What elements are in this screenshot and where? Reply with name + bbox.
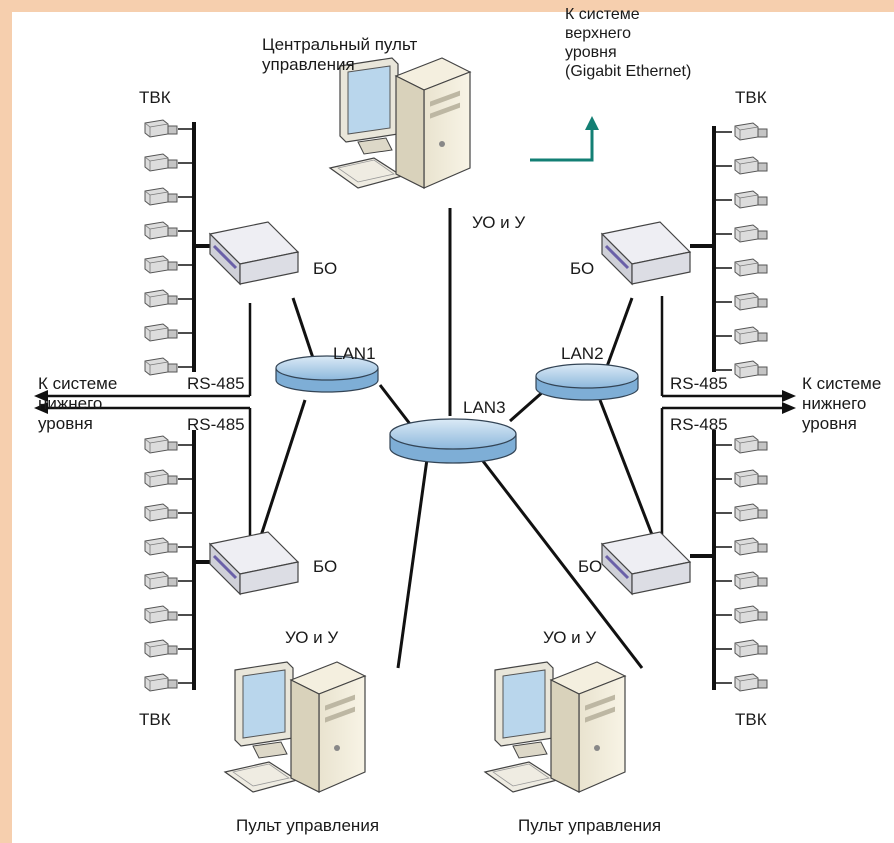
bo-label-bottom-left: БО (313, 557, 338, 576)
central-console-pc (329, 57, 471, 189)
uo-label-bottom-left: УО и У (285, 628, 339, 647)
link-lan3-pc-bl (396, 451, 430, 669)
bo-unit-bottom-right (600, 530, 692, 596)
uo-label-bottom-right: УО и У (543, 628, 597, 647)
camera-buses (192, 122, 716, 690)
console-label-bottom-left: Пульт управления (236, 816, 380, 835)
link-lan3-pc-br (474, 451, 644, 669)
camera-group-top-right (734, 122, 768, 379)
central-console-label: Центральный пульт управления (262, 35, 418, 74)
bo-unit-top-right (600, 220, 692, 286)
uplink-arrow (530, 116, 599, 162)
link-lan1-lan3 (378, 384, 412, 425)
console-pc-bottom-left (224, 661, 366, 793)
bo-label-bottom-right: БО (578, 557, 603, 576)
bo-unit-top-left (208, 220, 300, 286)
frame-left-border (0, 0, 12, 843)
lan1-label: LAN1 (333, 344, 376, 363)
bo-unit-bottom-left (208, 530, 300, 596)
rs485-label-top-left: RS-485 (187, 374, 245, 393)
bo-label-top-right: БО (570, 259, 595, 278)
lan1-switch (275, 355, 379, 393)
bo-label-top-left: БО (313, 259, 338, 278)
lan3-switch (389, 418, 517, 464)
rs485-label-bottom-left: RS-485 (187, 415, 245, 434)
link-lan1-bo-bl (256, 399, 307, 546)
camera-group-top-left (144, 119, 178, 376)
tvk-label-top-left: ТВК (139, 88, 171, 107)
camera-group-bottom-right (734, 435, 768, 692)
rs485-label-top-right: RS-485 (670, 374, 728, 393)
lan2-switch (535, 363, 639, 401)
link-lan3-lan2 (509, 388, 546, 423)
tvk-label-bottom-right: ТВК (735, 710, 767, 729)
frame-top-border (0, 0, 894, 12)
rs485-links (34, 296, 796, 548)
lower-system-label-right: К системе нижнего уровня (802, 374, 882, 433)
console-pc-bottom-right (484, 661, 626, 793)
camera-taps (178, 128, 732, 684)
network-links (256, 208, 658, 669)
console-label-bottom-right: Пульт управления (518, 816, 662, 835)
lower-system-label-left: К системе нижнего уровня (38, 374, 118, 433)
camera-group-bottom-left (144, 435, 178, 692)
rs485-label-bottom-right: RS-485 (670, 415, 728, 434)
uo-label-top: УО и У (472, 213, 526, 232)
tvk-label-bottom-left: ТВК (139, 710, 171, 729)
link-lan2-bo-tr (603, 297, 634, 373)
lan2-label: LAN2 (561, 344, 604, 363)
tvk-label-top-right: ТВК (735, 88, 767, 107)
upper-system-label: К системе верхнего уровня (Gigabit Ether… (565, 6, 692, 80)
lan3-label: LAN3 (463, 398, 506, 417)
link-lan2-bo-br (598, 399, 658, 546)
